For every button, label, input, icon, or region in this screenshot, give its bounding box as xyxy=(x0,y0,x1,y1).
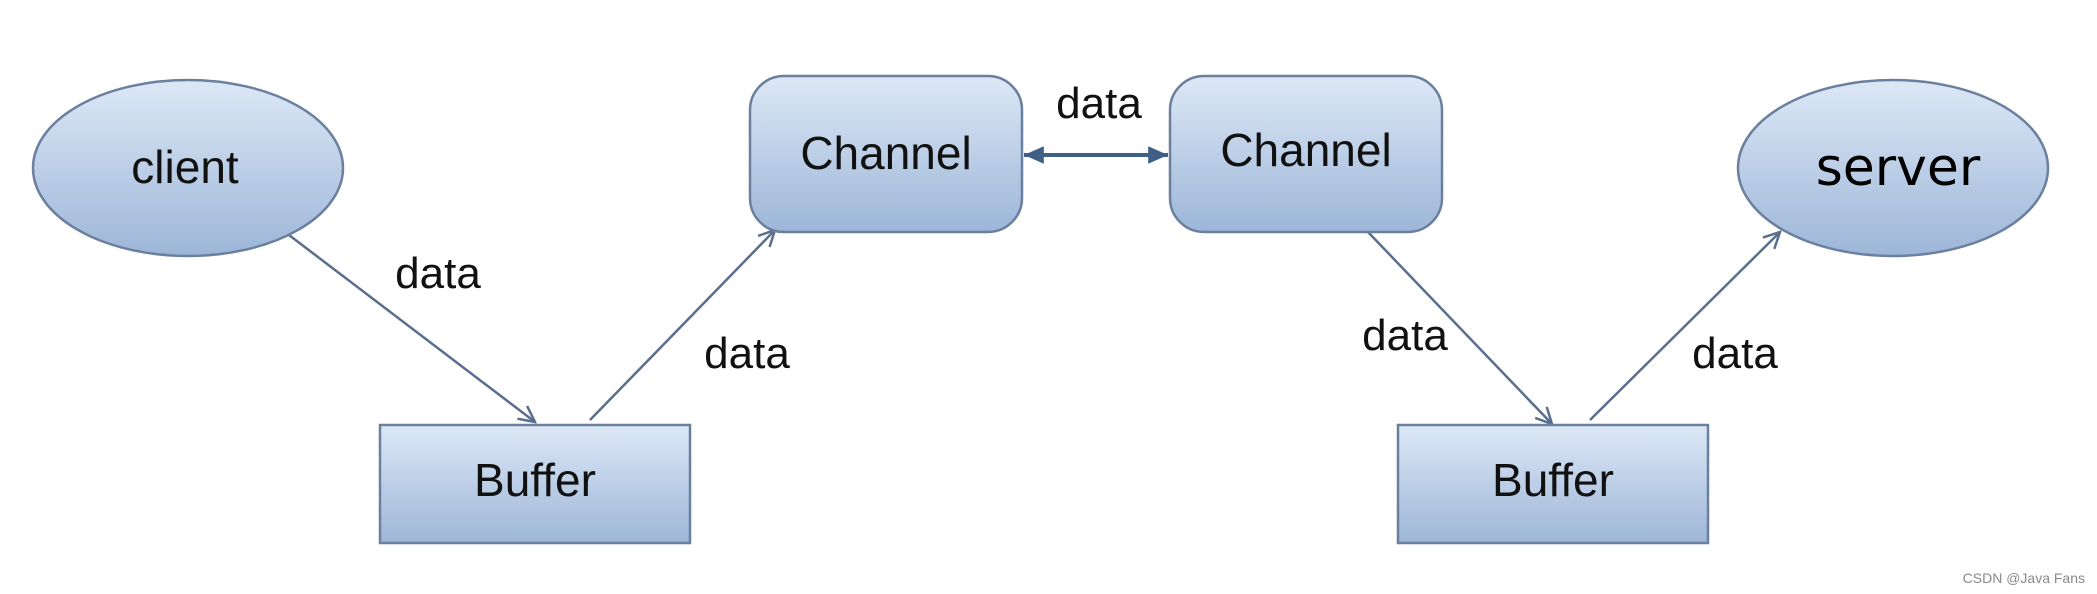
edge-label-buffer-to-server: data xyxy=(1692,329,1778,378)
channel-right-node xyxy=(1168,74,1444,234)
channel-left-node xyxy=(748,74,1024,234)
client-node xyxy=(31,78,345,258)
edge-label-buffer-to-channel: data xyxy=(704,329,790,378)
edge-label-channel-to-channel: data xyxy=(1056,79,1142,128)
buffer-left-label: Buffer xyxy=(474,454,596,506)
edge-client-to-buffer xyxy=(284,231,535,422)
buffer-right-node xyxy=(1396,423,1710,545)
edge-label-client-to-buffer: data xyxy=(395,249,481,298)
client-label: client xyxy=(131,141,239,193)
edge-channel-to-buffer xyxy=(1367,231,1552,424)
edge-buffer-to-server xyxy=(1589,232,1780,421)
watermark: CSDN @Java Fans xyxy=(1962,570,2085,586)
edge-label-channel-to-buffer: data xyxy=(1362,311,1448,360)
channel-right-label: Channel xyxy=(1220,124,1391,176)
buffer-right-label: Buffer xyxy=(1492,454,1614,506)
edge-buffer-to-channel xyxy=(589,230,775,421)
server-node xyxy=(1736,78,2050,258)
server-label: server xyxy=(1816,138,1981,198)
buffer-left-node xyxy=(378,423,692,545)
channel-left-label: Channel xyxy=(800,127,971,179)
